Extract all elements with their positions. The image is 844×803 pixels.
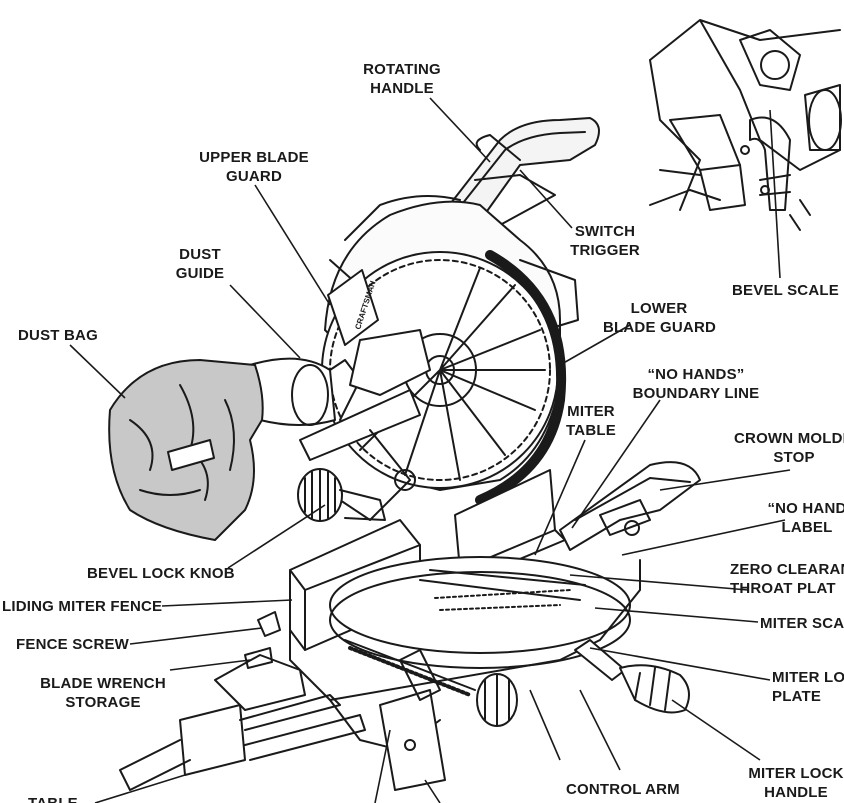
leader-lower-blade-guard [559,324,631,366]
leader-bottom-1 [374,729,391,803]
control-arm [344,639,518,727]
leader-zero-clearance [569,574,749,591]
leader-miter-lock-plate [589,647,771,681]
leader-miter-lock-handle [671,699,761,761]
dust-bag [108,359,264,541]
label-no-hands-label: “NO HAND LABEL [767,500,844,536]
leader-dust-guide [229,284,301,359]
dust-guide [249,357,361,426]
label-zero-clearance: ZERO CLEARAN THROAT PLAT [730,561,844,597]
label-miter-scale: MITER SCA [760,615,844,632]
leader-miter-table [534,439,586,556]
label-miter-table: MITER TABLE [566,403,616,439]
label-table: TABLE [28,794,78,803]
leader-control-arm-1 [529,689,561,761]
leader-no-hands-boundary [571,399,661,529]
label-bevel-lock-knob: BEVEL LOCK KNOB [87,565,235,582]
label-crown-molding-stop: CROWN MOLDIN STOP [734,430,844,466]
leader-sliding-miter-fence [161,599,293,607]
leader-fence-screw [129,627,263,645]
leader-bottom-2 [424,779,441,803]
miter-lock-handle [574,639,690,714]
label-miter-lock-plate: MITER LO PLATE [772,669,844,705]
label-dust-bag: DUST BAG [18,327,98,344]
label-fence-screw: FENCE SCREW [16,636,130,653]
leader-miter-scale [594,607,759,623]
label-upper-blade-guard: UPPER BLADE GUARD [199,149,309,185]
leader-bevel-lock-knob [227,504,326,569]
bevel-scale-inset [649,19,842,231]
leader-switch-trigger [519,169,573,229]
leader-lines [69,97,791,803]
blade-wrench-storage [244,647,273,669]
label-rotating-handle: ROTATING HANDLE [363,61,441,97]
leader-no-hands-label [621,519,786,556]
lower-blade-guard [475,250,567,505]
label-miter-lock-handle: MITER LOCK HANDLE [748,765,844,801]
leader-control-arm-2 [579,689,621,771]
arm-and-pivot [299,329,431,521]
saw-base [214,559,641,791]
leader-blade-wrench-storage [169,659,251,671]
leader-rotating-handle [429,97,491,163]
leader-dust-bag [69,344,126,399]
label-dust-guide: DUST GUIDE [175,246,225,282]
label-control-arm: CONTROL ARM [566,781,680,798]
label-no-hands-boundary: “NO HANDS” BOUNDARY LINE [632,366,760,402]
label-lower-blade-guard: LOWER BLADE GUARD [603,300,717,336]
bevel-lock-knob [297,468,386,522]
table-extension [119,694,366,791]
fence-screw [257,611,281,637]
label-bevel-scale: BEVEL SCALE [732,282,839,299]
leader-table [94,774,186,803]
label-blade-wrench-storage: BLADE WRENCH STORAGE [40,675,166,711]
crown-molding-stop [559,461,701,551]
label-switch-trigger: SWITCH TRIGGER [570,223,640,259]
brand-plate [327,269,379,346]
leader-upper-blade-guard [254,184,331,306]
label-sliding-miter-fence: LIDING MITER FENCE [2,598,163,615]
miter-table [329,556,631,669]
leader-crown-molding-stop [659,469,791,491]
leader-bevel-scale [769,109,781,279]
